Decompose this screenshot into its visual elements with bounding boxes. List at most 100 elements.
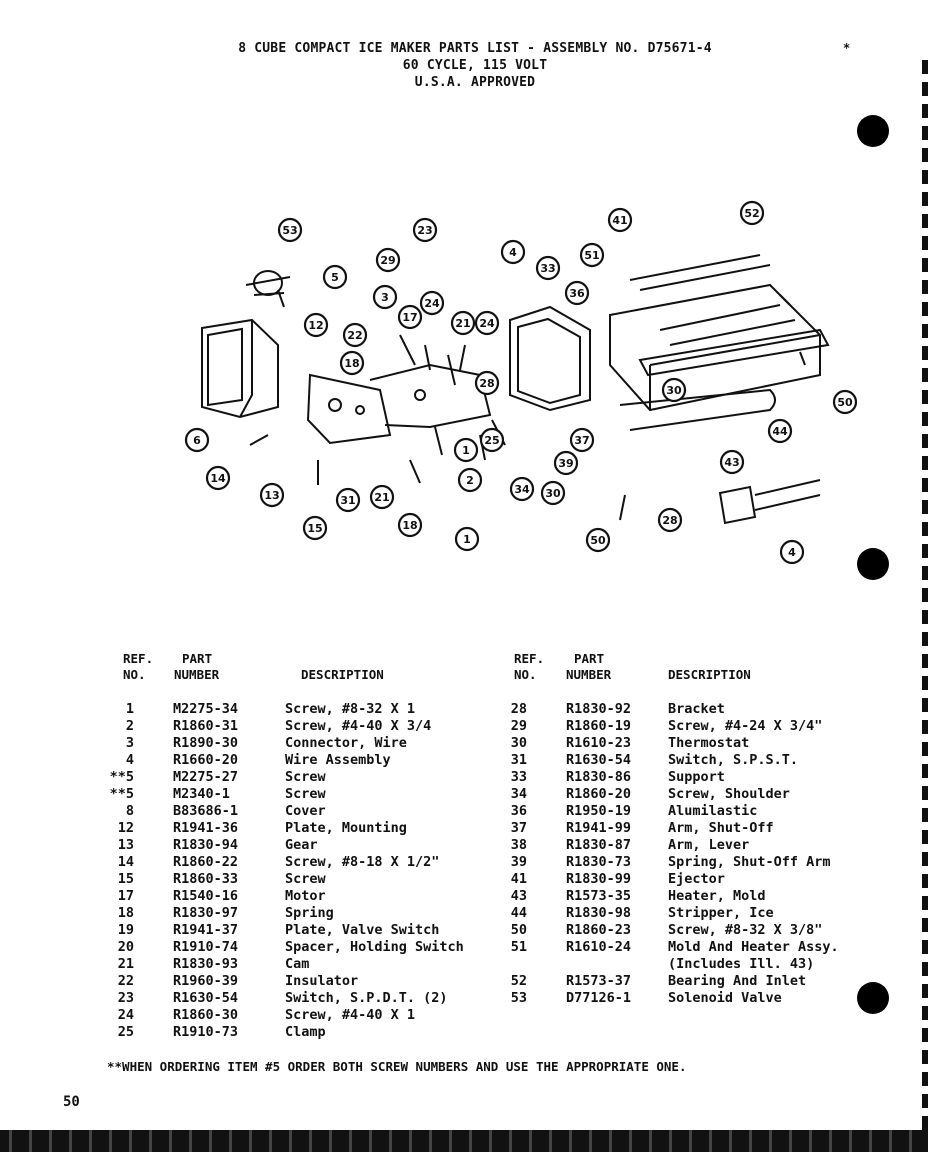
- part-number: R1910-73: [173, 1024, 239, 1040]
- callout-39: 39: [553, 450, 579, 476]
- callout-circle: [553, 450, 579, 476]
- callout-circle: [375, 247, 401, 273]
- part-number: R1573-35: [566, 888, 632, 904]
- solenoid-valve-part: [245, 270, 291, 308]
- callout-label: 29: [380, 254, 395, 267]
- ref-number: 36: [510, 803, 527, 819]
- callout-label: 33: [540, 262, 555, 275]
- callout-1: 1: [453, 437, 479, 463]
- description-header: DESCRIPTION: [301, 667, 384, 682]
- part-description: Heater, Mold: [668, 888, 766, 904]
- callout-circle: [454, 526, 480, 552]
- ref-number: 51: [510, 939, 527, 955]
- callout-circle: [450, 310, 476, 336]
- part-number: B83686-1: [173, 803, 239, 819]
- callout-15: 15: [302, 515, 328, 541]
- callout-label: 1: [463, 533, 471, 546]
- callout-label: 30: [545, 487, 561, 500]
- ref-number: 3: [125, 735, 134, 751]
- callout-label: 39: [558, 457, 573, 470]
- part-description: Connector, Wire: [285, 735, 407, 751]
- part-description: Thermostat: [668, 735, 750, 751]
- callout-24: 24: [474, 310, 500, 336]
- callout-41: 41: [607, 207, 633, 233]
- callout-label: 23: [417, 224, 432, 237]
- part-header-line-2: NUMBER: [174, 667, 220, 682]
- callout-label: 41: [612, 214, 627, 227]
- part-number: R1941-36: [173, 820, 239, 836]
- callout-6: 6: [184, 427, 210, 453]
- ref-number: 31: [510, 752, 527, 768]
- part-description: Screw, #8-18 X 1/2": [285, 854, 440, 870]
- part-description: Spring, Shut-Off Arm: [668, 854, 831, 870]
- callout-18: 18: [339, 350, 365, 376]
- callout-circle: [657, 507, 683, 533]
- ref-number: 23: [117, 990, 134, 1006]
- ref-number: **5: [109, 769, 134, 785]
- part-description: Mold And Heater Assy.: [668, 939, 839, 955]
- callout-circle: [832, 389, 858, 415]
- callout-circle: [453, 437, 479, 463]
- part-description: Arm, Shut-Off: [668, 820, 774, 836]
- ref-number: 8: [125, 803, 134, 819]
- callout-circle: [457, 467, 483, 493]
- callout-circle: [540, 480, 566, 506]
- callout-label: 2: [466, 474, 474, 487]
- table-row: 43 R1573-35 Heater, Mold: [493, 888, 873, 905]
- callout-circle: [739, 200, 765, 226]
- part-description: Alumilastic: [668, 803, 758, 819]
- callout-label: 21: [455, 317, 470, 330]
- part-number: R1573-37: [566, 973, 632, 989]
- part-number: R1830-73: [566, 854, 632, 870]
- callout-circle: [303, 312, 329, 338]
- ref-header-line-2: NO.: [123, 667, 146, 682]
- callout-label: 36: [569, 287, 585, 300]
- part-description: Screw, #8-32 X 1: [285, 701, 416, 717]
- callout-circle: [564, 280, 590, 306]
- callout-37: 37: [569, 427, 595, 453]
- ref-no-header: REF. NO.: [123, 651, 153, 683]
- ref-number: 50: [510, 922, 527, 938]
- callout-circle: [335, 487, 361, 513]
- callout-label: 44: [772, 425, 788, 438]
- callout-24: 24: [419, 290, 445, 316]
- callout-label: 5: [331, 271, 339, 284]
- part-number: R1860-23: [566, 922, 632, 938]
- support-housing-part: [509, 305, 591, 412]
- part-description: Gear: [285, 837, 318, 853]
- callout-circle: [719, 449, 745, 475]
- callout-label: 31: [340, 494, 355, 507]
- callout-30: 30: [540, 480, 566, 506]
- ref-no-header-right: REF. NO.: [514, 651, 544, 683]
- callout-circle: [397, 512, 423, 538]
- callout-circle: [779, 539, 805, 565]
- part-header-line-1-right: PART: [574, 651, 605, 666]
- callout-circle: [474, 370, 500, 396]
- callout-circle: [259, 482, 285, 508]
- callout-label: 24: [479, 317, 495, 330]
- callout-1: 1: [454, 526, 480, 552]
- part-description: Ejector: [668, 871, 725, 887]
- callout-label: 1: [462, 444, 470, 457]
- ref-number: 20: [117, 939, 134, 955]
- ref-number: 43: [510, 888, 527, 904]
- ref-header-line-1-right: REF.: [514, 651, 545, 666]
- callout-22: 22: [342, 322, 368, 348]
- callout-circle: [585, 527, 611, 553]
- callout-label: 43: [724, 456, 739, 469]
- part-number: R1660-20: [173, 752, 239, 768]
- part-number: R1860-19: [566, 718, 632, 734]
- callout-21: 21: [450, 310, 476, 336]
